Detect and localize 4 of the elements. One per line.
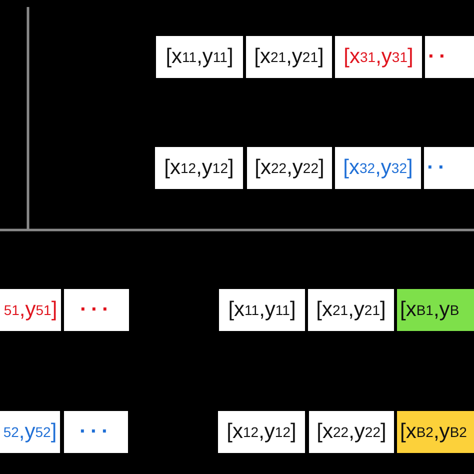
ellipsis-cell: ··· — [64, 411, 128, 453]
ellipsis-cell: ·· — [425, 36, 474, 78]
ellipsis-cell: ·· — [424, 147, 474, 189]
ellipsis-cell: ··· — [64, 289, 129, 331]
